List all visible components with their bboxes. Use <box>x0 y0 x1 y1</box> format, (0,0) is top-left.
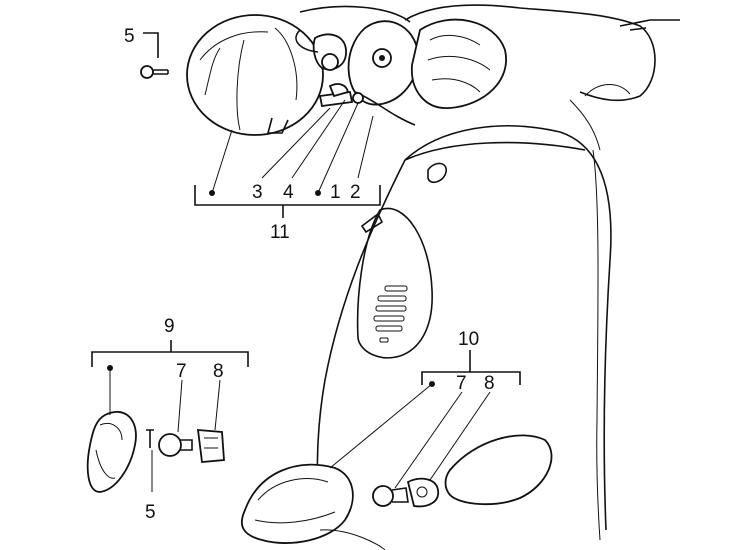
callout-5-bottom: 5 <box>145 502 156 523</box>
bulb-holder-right <box>406 477 440 508</box>
callout-8-left: 8 <box>213 361 224 382</box>
callout-7-right: 7 <box>456 373 467 394</box>
headlamp-assembly <box>186 5 507 136</box>
callout-4: 4 <box>283 182 294 203</box>
signal-lens-left <box>86 410 137 493</box>
reference-dots <box>107 190 435 387</box>
signal-mount-plate <box>444 434 553 506</box>
signal-lens-right <box>240 463 354 544</box>
callout-10: 10 <box>458 329 479 350</box>
vent-grille <box>373 285 408 343</box>
callout-9: 9 <box>164 316 175 337</box>
bulb-holder-left <box>196 429 225 463</box>
bulb-right <box>372 485 394 507</box>
callout-8-right: 8 <box>484 373 495 394</box>
callout-11: 11 <box>270 222 290 243</box>
callout-2: 2 <box>350 182 361 203</box>
callout-3: 3 <box>252 182 263 203</box>
callout-1: 1 <box>330 182 341 203</box>
turn-signal-right <box>240 434 553 550</box>
headlamp-lens <box>186 14 324 136</box>
body-panel <box>316 4 680 541</box>
callout-5-top: 5 <box>124 26 135 47</box>
callout-7-left: 7 <box>176 361 187 382</box>
screw-top <box>140 65 169 79</box>
leader-lines <box>91 32 521 492</box>
turn-signal-left <box>86 410 225 493</box>
bulb-left <box>158 433 182 457</box>
